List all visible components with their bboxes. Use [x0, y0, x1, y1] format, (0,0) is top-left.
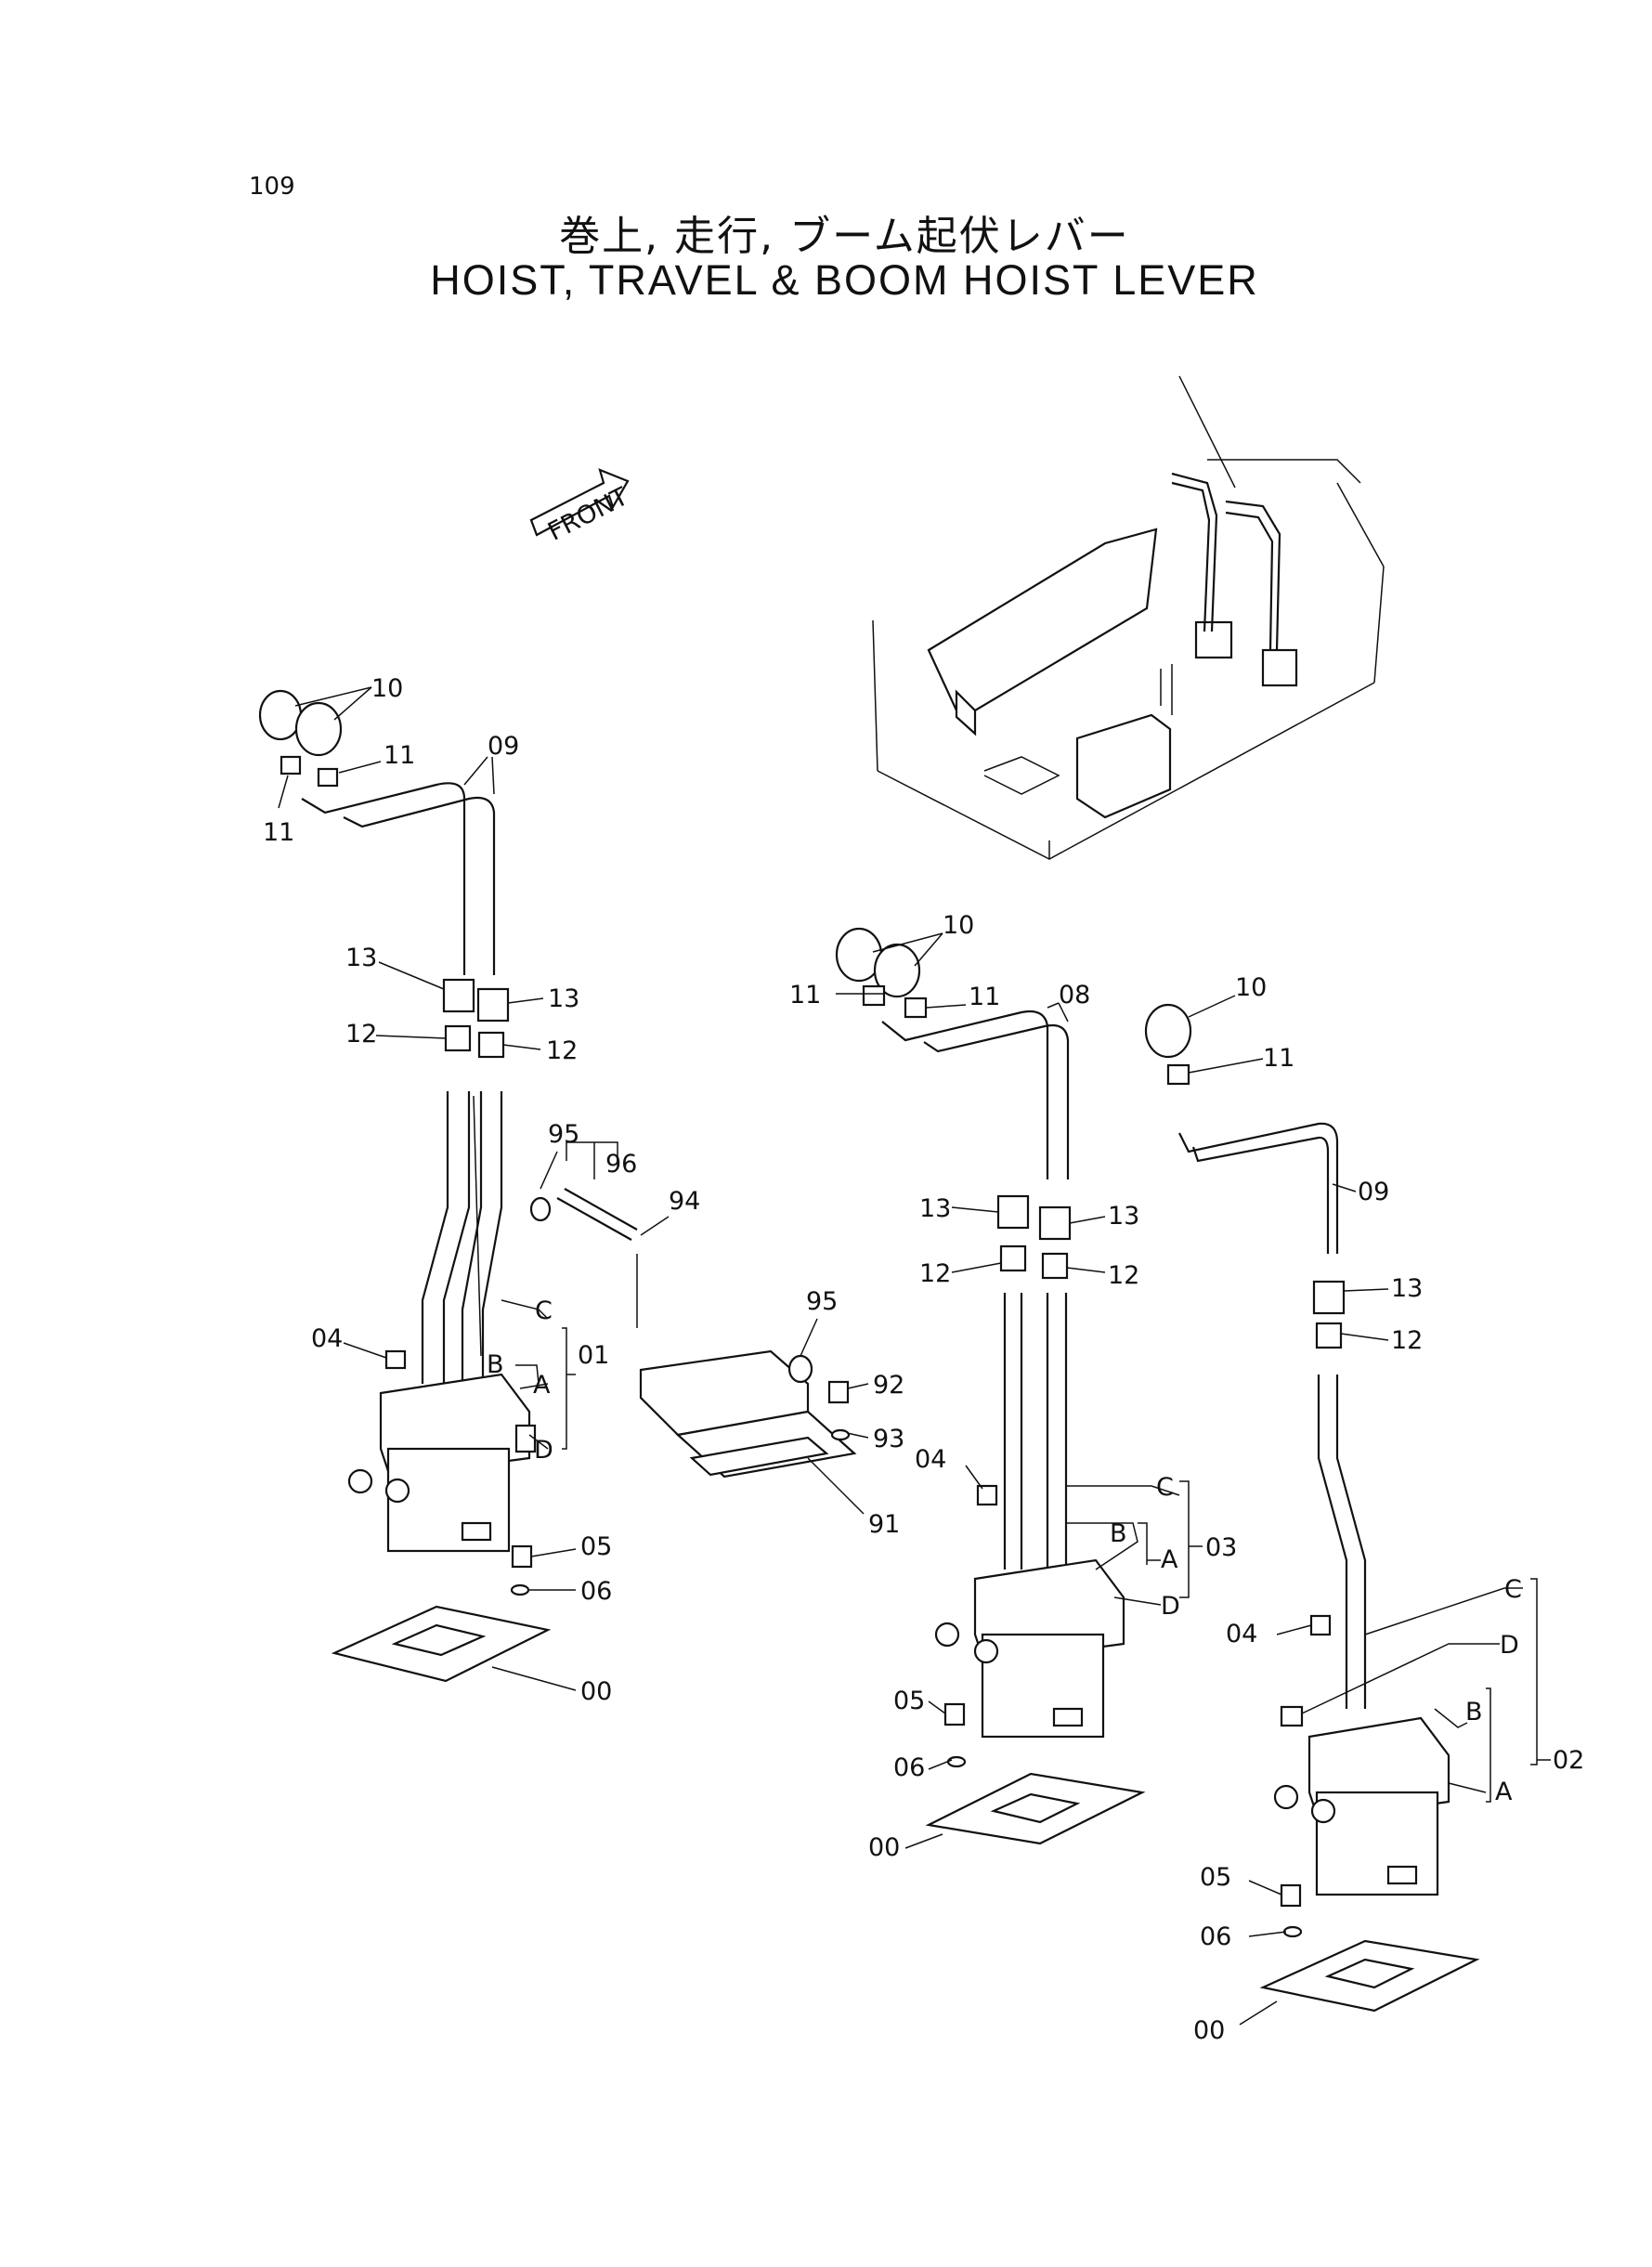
callout-labels: 10 11 11 09 13 13 12 12 04 C B A 01 D 05… [263, 674, 1584, 2045]
callout-12: 12 [1108, 1261, 1139, 1290]
callout-11: 11 [1263, 1044, 1294, 1073]
callout-00: 00 [868, 1833, 900, 1862]
callout-D: D [1161, 1592, 1180, 1621]
callout-11: 11 [789, 981, 821, 1010]
callout-B: B [1110, 1519, 1127, 1548]
callout-03: 03 [1205, 1533, 1237, 1562]
callout-12: 12 [345, 1020, 377, 1049]
lever-assembly-01 [258, 689, 552, 1683]
callout-09: 09 [488, 732, 519, 761]
callout-A: A [1161, 1545, 1178, 1574]
callout-93: 93 [873, 1425, 904, 1453]
callout-13: 13 [1108, 1202, 1139, 1231]
callout-05: 05 [1200, 1863, 1231, 1892]
callout-92: 92 [873, 1371, 904, 1400]
leader-lines [278, 686, 1551, 2026]
callout-00: 00 [580, 1677, 612, 1706]
callout-A: A [533, 1371, 551, 1400]
callout-91: 91 [868, 1510, 900, 1539]
callout-D: D [534, 1436, 553, 1465]
callout-09: 09 [1358, 1178, 1389, 1206]
callout-04: 04 [311, 1324, 343, 1353]
callout-01: 01 [578, 1341, 609, 1370]
callout-B: B [487, 1350, 504, 1379]
callout-13: 13 [345, 944, 377, 972]
callout-A: A [1495, 1778, 1513, 1806]
callout-13: 13 [1391, 1274, 1423, 1303]
callout-08: 08 [1059, 981, 1090, 1010]
callout-06: 06 [580, 1577, 612, 1606]
callout-06: 06 [1200, 1922, 1231, 1951]
callout-94: 94 [669, 1187, 700, 1216]
callout-12: 12 [546, 1036, 578, 1065]
callout-10: 10 [1235, 973, 1267, 1002]
title-japanese: 巻上, 走行, ブーム起伏レバー [559, 213, 1130, 260]
callout-95: 95 [806, 1287, 838, 1316]
title-english: HOIST, TRAVEL & BOOM HOIST LEVER [430, 256, 1259, 304]
bracket-assembly-91 [529, 1188, 857, 1479]
callout-05: 05 [893, 1687, 925, 1715]
callout-00: 00 [1193, 2016, 1225, 2045]
cab-overview [872, 375, 1385, 860]
lever-assembly-02 [1144, 1003, 1480, 2013]
callout-04: 04 [1226, 1620, 1257, 1648]
callout-11: 11 [263, 818, 294, 847]
callout-11: 11 [384, 741, 415, 770]
callout-13: 13 [548, 984, 579, 1013]
callout-06: 06 [893, 1753, 925, 1782]
callout-05: 05 [580, 1532, 612, 1561]
callout-96: 96 [605, 1150, 637, 1179]
callout-12: 12 [919, 1259, 951, 1288]
front-arrow-icon: FRONT [529, 468, 633, 547]
callout-95: 95 [548, 1120, 579, 1149]
callout-C: C [535, 1296, 553, 1325]
callout-13: 13 [919, 1194, 951, 1223]
callout-02: 02 [1553, 1746, 1584, 1775]
callout-D: D [1500, 1631, 1519, 1660]
callout-C: C [1504, 1575, 1522, 1604]
callout-B: B [1465, 1698, 1483, 1726]
callout-04: 04 [915, 1445, 946, 1474]
page-number: 109 [249, 173, 295, 201]
callout-C: C [1156, 1473, 1174, 1502]
callout-11: 11 [969, 983, 1000, 1011]
callout-10: 10 [371, 674, 403, 703]
callout-10: 10 [943, 911, 974, 940]
callout-12: 12 [1391, 1326, 1423, 1355]
